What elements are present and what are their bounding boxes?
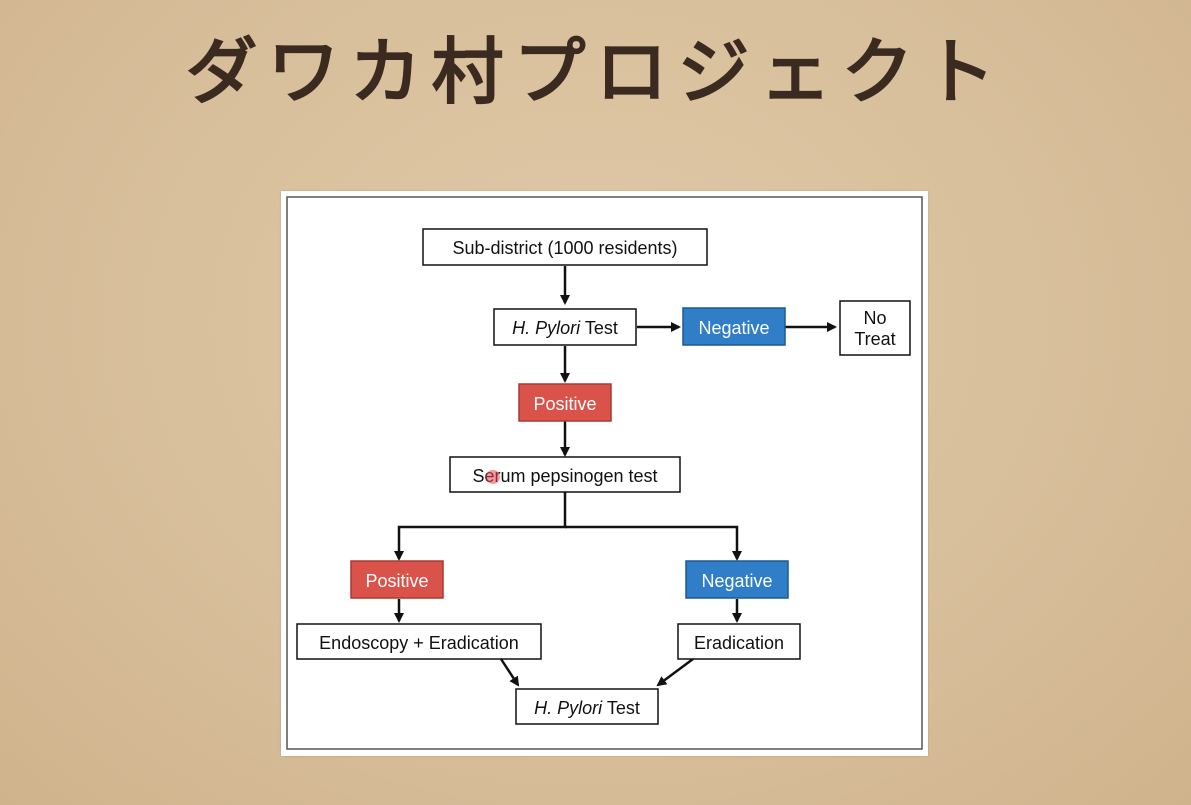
node-no-treat-line2: Treat xyxy=(854,329,895,349)
node-hp-test-1-italic: H. Pylori xyxy=(512,318,581,338)
node-endoscopy-label: Endoscopy + Eradication xyxy=(319,633,519,653)
node-eradication-label: Eradication xyxy=(694,633,784,653)
node-positive-1: Positive xyxy=(518,383,612,422)
node-positive-2: Positive xyxy=(350,560,444,599)
arrow-serum-to-positive xyxy=(394,491,567,561)
node-hp-test-2: H. Pylori Test xyxy=(515,688,659,725)
node-eradication: Eradication xyxy=(677,623,801,660)
node-no-treat: No Treat xyxy=(839,300,911,356)
node-sub-district: Sub-district (1000 residents) xyxy=(422,228,708,266)
node-sub-district-label: Sub-district (1000 residents) xyxy=(452,238,677,258)
node-hp-test-2-italic: H. Pylori xyxy=(534,698,603,718)
node-positive-2-label: Positive xyxy=(365,571,428,591)
arrow-endoscopy-to-hptest xyxy=(499,658,520,687)
node-hp-test-1-rest: Test xyxy=(580,318,618,338)
node-endoscopy: Endoscopy + Eradication xyxy=(296,623,542,660)
node-hp-test-2-label: H. Pylori Test xyxy=(534,698,640,718)
flowchart-canvas: Sub-district (1000 residents) H. Pylori … xyxy=(286,196,923,750)
node-negative-2: Negative xyxy=(685,560,789,599)
slide-title: ダワカ村プロジェクト xyxy=(185,30,1006,114)
node-negative-2-label: Negative xyxy=(701,571,772,591)
node-no-treat-line1: No xyxy=(863,308,886,328)
node-negative-1: Negative xyxy=(682,307,786,346)
pointer-cursor-dot xyxy=(486,470,500,484)
arrow-serum-to-negative xyxy=(565,525,742,561)
node-hp-test-1: H. Pylori Test xyxy=(493,308,637,346)
arrow-eradication-to-hptest xyxy=(656,657,694,687)
node-negative-1-label: Negative xyxy=(698,318,769,338)
node-hp-test-2-rest: Test xyxy=(602,698,640,718)
node-serum-test-label: Serum pepsinogen test xyxy=(472,466,657,486)
node-serum-test: Serum pepsinogen test xyxy=(449,456,681,493)
figure-border xyxy=(286,196,923,750)
node-positive-1-label: Positive xyxy=(533,394,596,414)
node-hp-test-1-label: H. Pylori Test xyxy=(512,318,618,338)
flowchart-figure: Sub-district (1000 residents) H. Pylori … xyxy=(281,191,928,756)
